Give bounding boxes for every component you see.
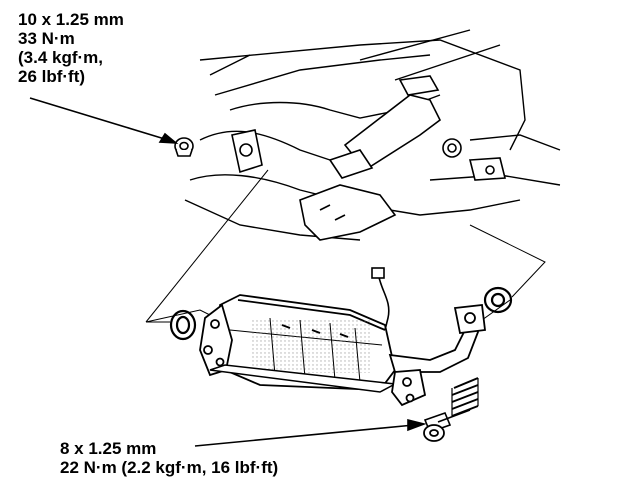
upper-spec-line-size: 10 x 1.25 mm bbox=[18, 10, 124, 29]
flange-spring bbox=[451, 377, 479, 417]
upper-torque-spec: 10 x 1.25 mm 33 N·m (3.4 kgf·m, 26 lbf·f… bbox=[18, 10, 124, 86]
lower-spec-line-torque: 22 N·m (2.2 kgf·m, 16 lbf·ft) bbox=[60, 458, 279, 477]
crossmember-bracket bbox=[328, 75, 507, 181]
top-leader-arrow bbox=[29, 97, 179, 144]
right-gasket bbox=[483, 286, 513, 314]
converter-outlet-flange bbox=[391, 369, 427, 407]
upper-spec-line-torque: 33 N·m bbox=[18, 29, 75, 48]
lower-spec-line-size: 8 x 1.25 mm bbox=[60, 439, 157, 458]
upper-spec-line-kgf: (3.4 kgf·m, bbox=[18, 48, 104, 67]
oxygen-sensor-wire bbox=[371, 267, 390, 331]
lower-torque-spec: 8 x 1.25 mm 22 N·m (2.2 kgf·m, 16 lbf·ft… bbox=[60, 439, 278, 477]
lower-flange-nut bbox=[423, 424, 445, 442]
upper-flange-nut bbox=[174, 137, 194, 157]
left-gasket bbox=[169, 309, 197, 341]
outlet-pipe bbox=[388, 304, 487, 373]
engine-exhaust-outlet bbox=[231, 129, 397, 241]
upper-spec-line-lbf: 26 lbf·ft) bbox=[18, 67, 86, 86]
bottom-leader-arrow bbox=[194, 418, 427, 447]
catalytic-converter bbox=[219, 294, 396, 391]
